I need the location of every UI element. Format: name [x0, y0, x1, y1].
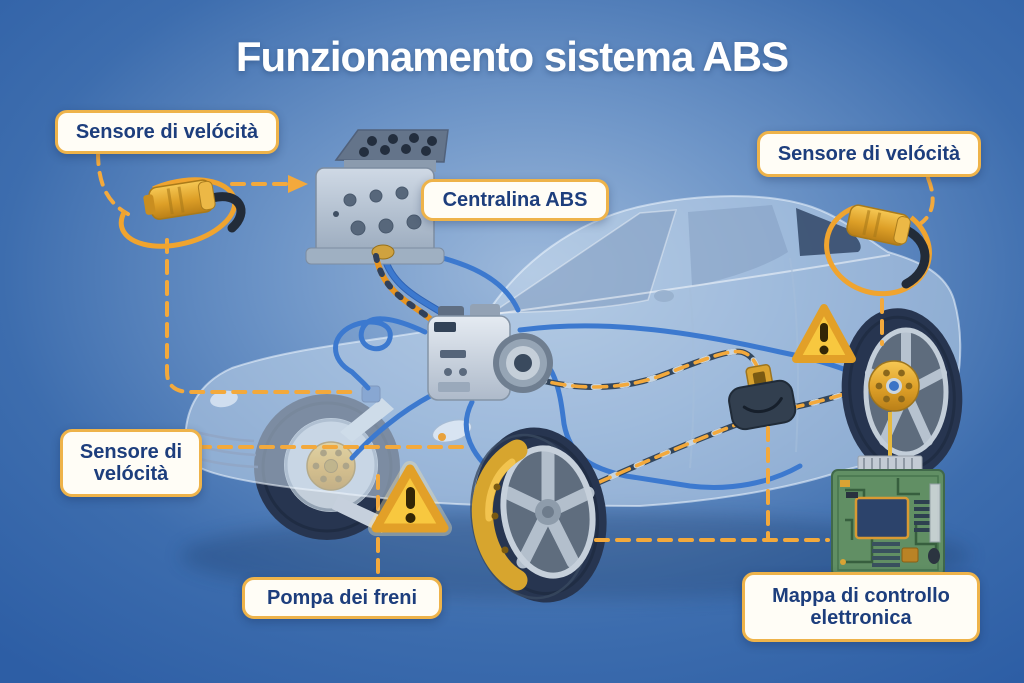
warning-icon — [368, 461, 452, 536]
label-speed-sensor-left-wheel: Sensore di velócità — [60, 429, 202, 497]
arrow-right-icon — [288, 175, 308, 193]
speed-sensor-icon — [118, 177, 246, 249]
abs-pump-cable — [373, 253, 437, 325]
windshield — [489, 209, 678, 314]
label-electronic-control-map: Mappa di controllo elettronica — [742, 572, 980, 642]
wheel-rear — [841, 308, 963, 478]
circuit-board-illustration — [831, 455, 945, 577]
side-window-front — [688, 205, 788, 286]
valve-box-illustration — [728, 364, 797, 431]
label-speed-sensor-front-left: Sensore di velócità — [55, 110, 279, 154]
speed-sensor-icon — [824, 201, 932, 297]
label-abs-control-unit: Centralina ABS — [421, 179, 609, 221]
brake-pump-illustration — [427, 304, 553, 401]
label-brake-pump: Pompa dei freni — [242, 577, 442, 619]
sensor-cables — [509, 348, 871, 503]
abs-unit-illustration — [305, 129, 449, 265]
label-speed-sensor-rear: Sensore di velócità — [757, 131, 981, 177]
warning-icon — [792, 304, 856, 363]
page-title: Funzionamento sistema ABS — [235, 33, 789, 80]
brake-caliper — [471, 439, 528, 591]
wheel-front-right — [470, 427, 607, 603]
